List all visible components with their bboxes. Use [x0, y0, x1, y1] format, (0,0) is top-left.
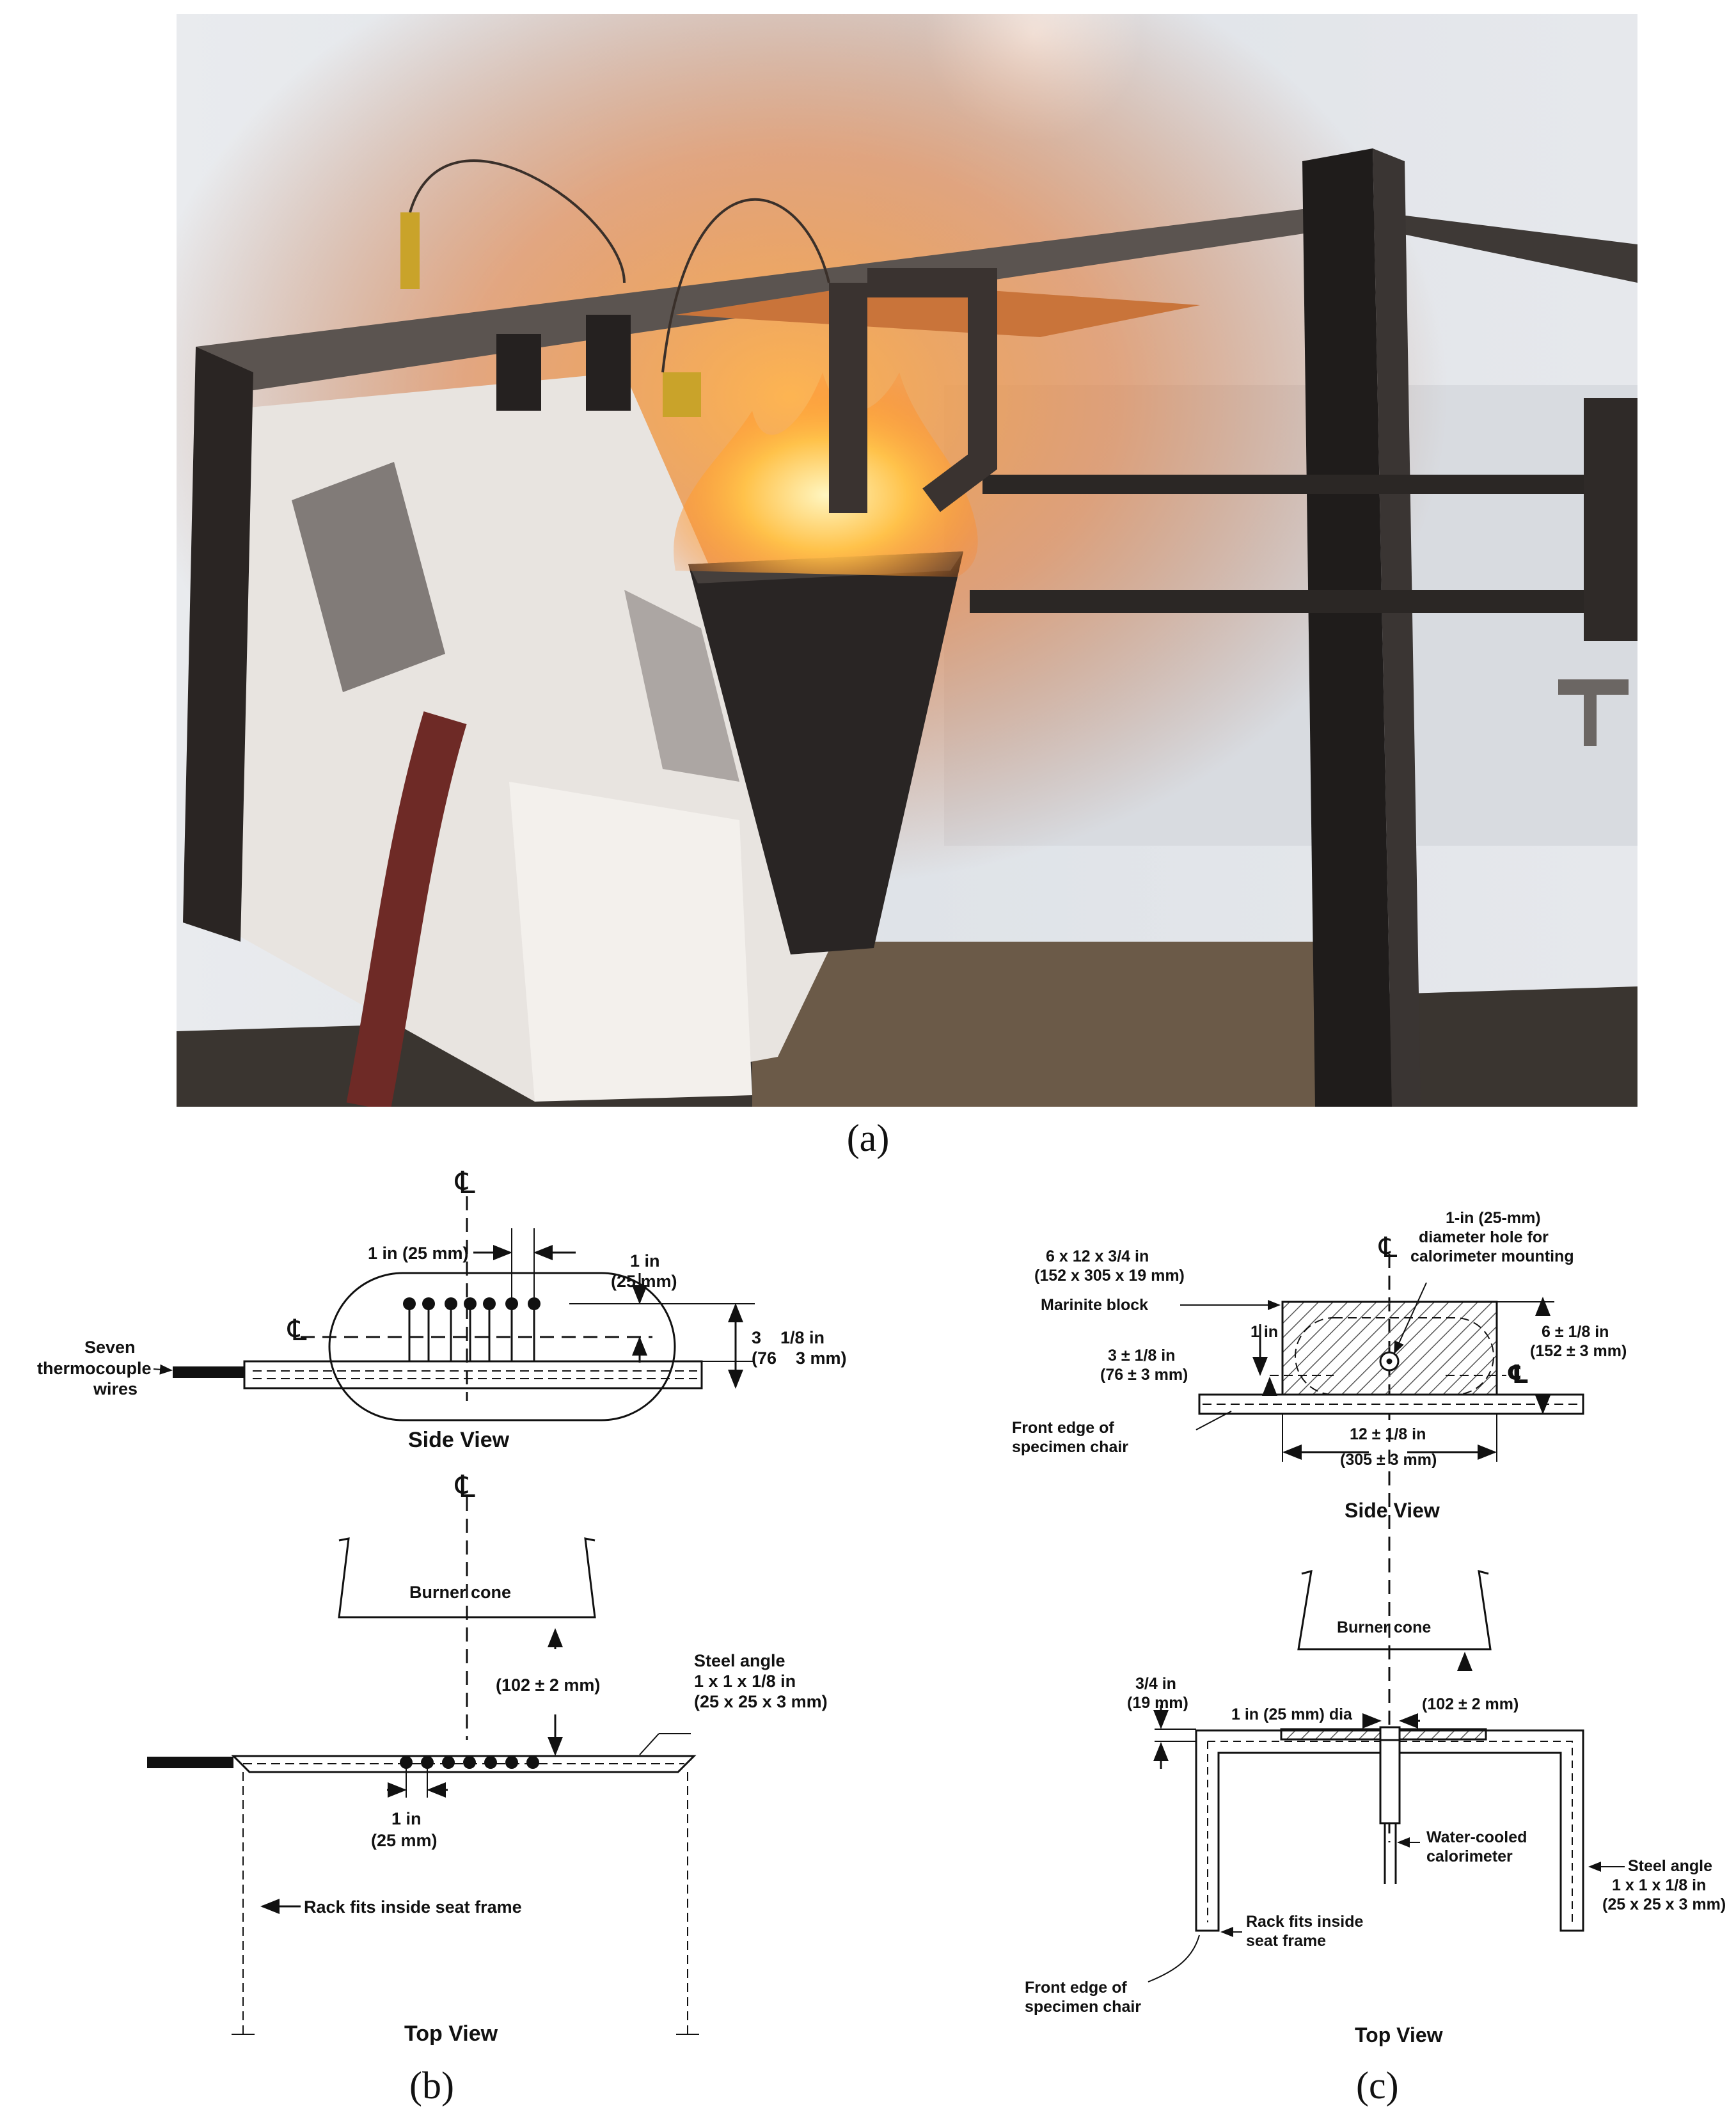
b-side-spacing-label: 1 in (25 mm) [368, 1244, 469, 1263]
c-rack-label-2: seat frame [1246, 1932, 1326, 1950]
b-side-thermocouples [403, 1297, 541, 1361]
thermocouple-dot [526, 1756, 539, 1769]
c-steel-label-2: 1 x 1 x 1/8 in [1612, 1876, 1706, 1894]
thermocouple-dot [483, 1297, 496, 1310]
thermocouple-dot [445, 1297, 457, 1310]
c-twelve-mm: (305 ± 3 mm) [1340, 1451, 1437, 1469]
thermocouple-dot [422, 1297, 435, 1310]
c-rack-label-1: Rack fits inside [1246, 1913, 1363, 1931]
c-side-view: ℄ [1180, 1232, 1584, 1842]
c-front-edge-1: Front edge of [1012, 1419, 1114, 1437]
b-side-centerline-top: ℄ [455, 1166, 475, 1200]
b-side-centerline-left: ℄ [287, 1313, 307, 1347]
b-steel-label-2: 1 x 1 x 1/8 in [694, 1672, 796, 1691]
b-top-thermocouples [400, 1756, 539, 1769]
c-block-size-mm: (152 x 305 x 19 mm) [1034, 1267, 1185, 1285]
c-thickness-in: 3/4 in [1135, 1675, 1176, 1693]
c-steel-label-1: Steel angle [1628, 1857, 1712, 1875]
c-hole-label-2: diameter hole for [1419, 1228, 1549, 1246]
c-water-label-1: Water-cooled [1426, 1828, 1527, 1846]
thermocouple-dot [464, 1297, 477, 1310]
thermocouple-dot [421, 1756, 434, 1769]
c-gap-label: (102 ± 2 mm) [1422, 1695, 1519, 1713]
b-steel-label-1: Steel angle [694, 1651, 785, 1670]
b-side-tc-label-2: thermocouple [37, 1359, 152, 1378]
c-burner-cone-label: Burner cone [1337, 1618, 1431, 1636]
b-burner-cone-label: Burner cone [409, 1583, 511, 1602]
thermocouple-dot [463, 1756, 476, 1769]
b-side-total-in: 3 1/8 in [752, 1328, 825, 1347]
b-side-tc-label-1: Seven [84, 1338, 136, 1357]
c-top-view-title: Top View [1355, 2023, 1443, 2046]
c-marinite-label: Marinite block [1041, 1296, 1148, 1314]
c-side-centerline: ℄ [1378, 1232, 1398, 1263]
b-side-height-in: 1 in [630, 1251, 660, 1270]
b-steel-angle [231, 1755, 697, 1773]
c-front-edge-label-1: Front edge of [1025, 1979, 1127, 1997]
b-side-total-mm: (76 3 mm) [752, 1349, 847, 1368]
c-burner-cone [1297, 1569, 1492, 1650]
c-front-edge-label-2: specimen chair [1025, 1998, 1141, 2016]
c-top-view [1148, 1569, 1625, 1982]
b-burner-cone [338, 1537, 596, 1618]
b-side-view-title: Side View [408, 1428, 510, 1452]
b-spacing-in: 1 in [391, 1809, 422, 1828]
b-rack-label: Rack fits inside seat frame [304, 1897, 522, 1917]
c-side-centerline-right: ℄ [1506, 1361, 1529, 1389]
b-gap-label: (102 ± 2 mm) [496, 1675, 600, 1695]
b-top-view-title: Top View [404, 2022, 498, 2046]
c-thickness-mm: (19 mm) [1127, 1694, 1188, 1712]
c-six-mm: (152 ± 3 mm) [1530, 1342, 1627, 1360]
c-side-view-title: Side View [1345, 1499, 1440, 1522]
thermocouple-dot [528, 1297, 541, 1310]
c-six-in: 6 ± 1/8 in [1542, 1323, 1609, 1341]
thermocouple-dot [400, 1756, 413, 1769]
caption-c: (c) [1356, 2064, 1399, 2107]
c-three-mm: (76 ± 3 mm) [1100, 1366, 1188, 1384]
c-dia-label: 1 in (25 mm) dia [1231, 1705, 1353, 1723]
thermocouple-dot [484, 1756, 497, 1769]
fire-test-photo [177, 14, 1637, 1107]
c-front-edge-2: specimen chair [1012, 1438, 1128, 1456]
c-three-in: 3 ± 1/8 in [1108, 1347, 1175, 1365]
thermocouple-dot [505, 1756, 518, 1769]
b-spacing-mm: (25 mm) [371, 1831, 438, 1850]
caption-a: (a) [846, 1117, 890, 1159]
c-one-in: 1 in [1251, 1323, 1278, 1341]
b-top-centerline: ℄ [455, 1470, 475, 1504]
c-hole-label-3: calorimeter mounting [1410, 1247, 1574, 1265]
thermocouple-dot [442, 1756, 455, 1769]
b-steel-label-3: (25 x 25 x 3 mm) [694, 1692, 828, 1711]
c-block-size-in: 6 x 12 x 3/4 in [1046, 1247, 1149, 1265]
b-side-height-mm: (25 mm) [611, 1272, 677, 1291]
caption-b: (b) [409, 2064, 454, 2107]
b-side-tc-label-3: wires [93, 1379, 138, 1398]
thermocouple-dot [403, 1297, 416, 1310]
c-steel-label-3: (25 x 25 x 3 mm) [1602, 1895, 1726, 1913]
c-water-label-2: calorimeter [1426, 1848, 1513, 1865]
b-top-view: ℄ [147, 1470, 699, 2035]
c-hole-label-1: 1-in (25-mm) [1446, 1209, 1541, 1227]
b-side-view: ℄ ℄ [173, 1166, 755, 1421]
c-steel-angle-frame [1195, 1729, 1584, 1932]
c-calorimeter-tube [1379, 1726, 1401, 1824]
c-twelve-in: 12 ± 1/8 in [1350, 1425, 1426, 1443]
thermocouple-dot [505, 1297, 518, 1310]
